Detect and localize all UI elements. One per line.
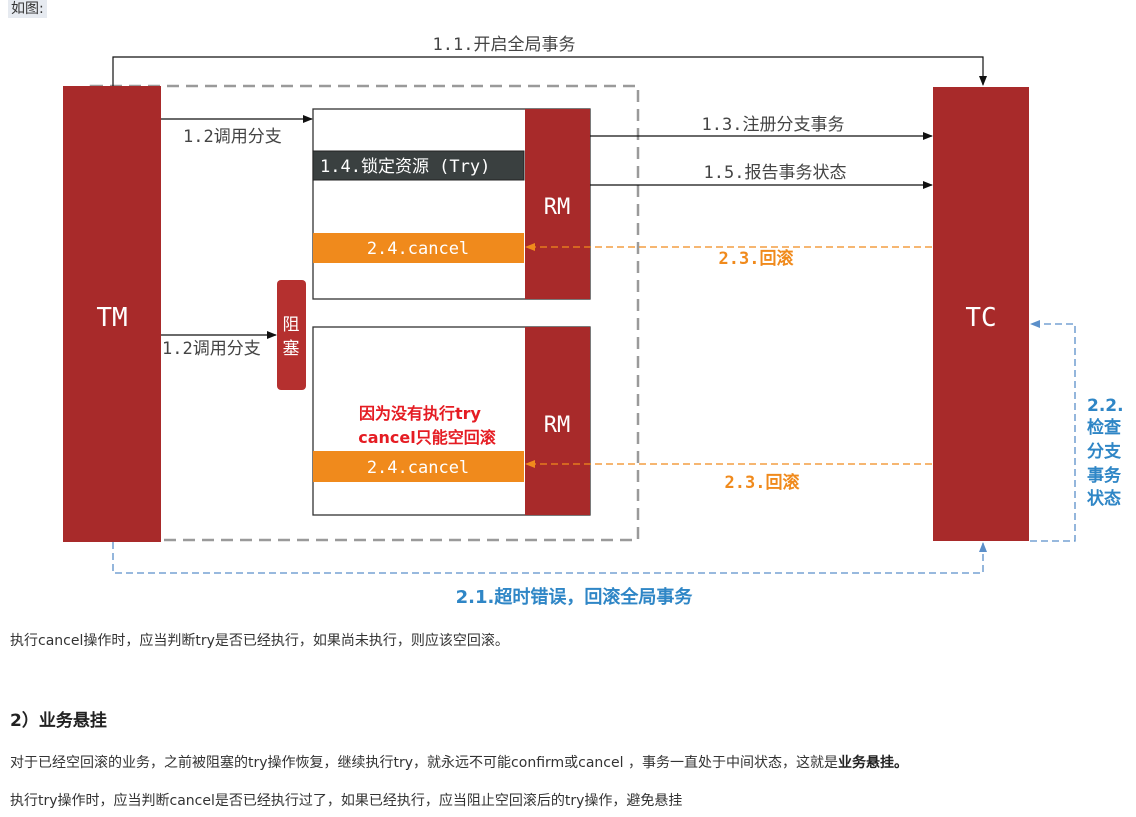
label-1-2-b: 1.2调用分支 [162, 339, 261, 359]
tm-label: TM [96, 303, 127, 333]
tcc-empty-rollback-diagram: 1.1.开启全局事务 TM TC RM 1.4.锁定资源 (Try) 2.4.c… [63, 35, 1124, 608]
note-line-1: 因为没有执行try [359, 404, 482, 423]
block-box [277, 280, 306, 390]
rm-label-1: RM [544, 195, 571, 220]
try-lock-bar [312, 150, 525, 181]
label-1-4: 1.4.锁定资源 (Try) [320, 157, 490, 177]
arrow-2-1 [112, 542, 987, 574]
label-2-2-line-1: 2.2. [1087, 396, 1124, 416]
tm-box [63, 86, 161, 542]
label-2-3-a: 2.3.回滚 [719, 248, 795, 269]
paragraph-suspension-definition: 对于已经空回滚的业务，之前被阻塞的try操作恢复，继续执行try，就永远不可能c… [10, 753, 908, 773]
label-2-4-b: 2.4.cancel [367, 458, 469, 478]
block-label-1: 阻 [283, 315, 300, 335]
rm-box-1 [525, 109, 590, 299]
paragraph-avoid-suspension: 执行try操作时，应当判断cancel是否已经执行过了，如果已经执行，应当阻止空… [10, 793, 683, 809]
label-2-3-b: 2.3.回滚 [725, 472, 801, 493]
note-line-2: cancel只能空回滚 [358, 428, 496, 447]
paragraph-empty-rollback: 执行cancel操作时，应当判断try是否已经执行，如果尚未执行，则应该空回滚。 [10, 633, 509, 649]
label-1-2-a: 1.2调用分支 [183, 127, 282, 147]
arrow-1-1 [112, 56, 987, 86]
label-2-1: 2.1.超时错误，回滚全局事务 [456, 586, 694, 608]
block-label-2: 塞 [283, 339, 300, 359]
cancel-bar-1 [313, 233, 524, 263]
cancel-bar-2 [313, 451, 524, 482]
label-2-2-line-5: 状态 [1087, 488, 1121, 509]
label-2-2-line-4: 事务 [1087, 465, 1122, 486]
label-2-4-a: 2.4.cancel [367, 239, 469, 259]
label-1-5: 1.5.报告事务状态 [704, 163, 847, 183]
label-2-2-line-2: 检查 [1087, 417, 1122, 438]
tc-label: TC [965, 303, 996, 333]
label-1-3: 1.3.注册分支事务 [702, 115, 845, 135]
rm-label-2: RM [544, 413, 571, 438]
section-heading-business-suspension: 2）业务悬挂 [10, 711, 107, 731]
arrow-2-2 [1030, 320, 1076, 542]
tc-box [933, 87, 1029, 541]
rm-box-2 [525, 327, 590, 515]
label-1-1: 1.1.开启全局事务 [433, 35, 576, 55]
intro-label: 如图: [8, 0, 47, 18]
paragraph-suspension-bold: 业务悬挂。 [837, 755, 908, 771]
paragraph-suspension-text: 对于已经空回滚的业务，之前被阻塞的try操作恢复，继续执行try，就永远不可能c… [10, 755, 838, 771]
label-2-2-line-3: 分支 [1087, 441, 1122, 462]
